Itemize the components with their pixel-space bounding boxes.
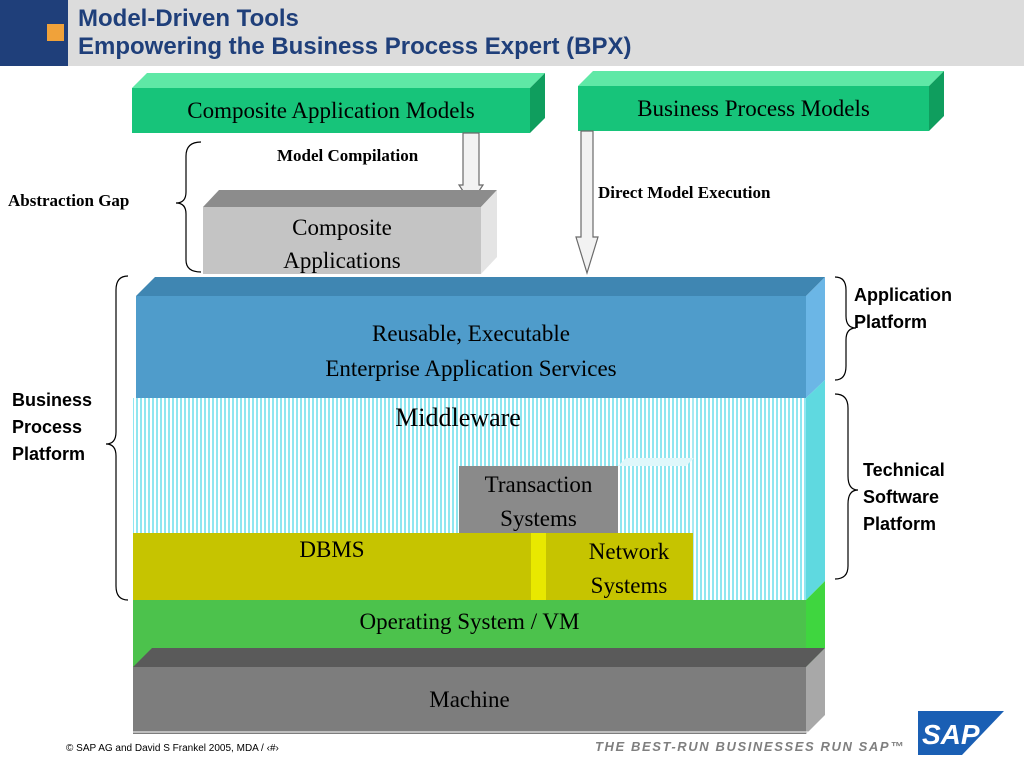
network-line1: Network bbox=[588, 539, 670, 564]
abstraction-gap-brace bbox=[175, 141, 202, 273]
services-layer bbox=[136, 296, 806, 398]
dbms-layer bbox=[133, 533, 531, 600]
abstraction-gap-label: Abstraction Gap bbox=[8, 191, 130, 210]
technical-platform-brace bbox=[834, 393, 859, 580]
middleware-label: Middleware bbox=[395, 403, 521, 432]
direct-execution-arrow bbox=[575, 130, 599, 276]
tsp-line3: Platform bbox=[863, 514, 937, 534]
bpp-line1: Business bbox=[12, 390, 93, 410]
services-line1: Reusable, Executable bbox=[372, 321, 570, 346]
technical-software-platform-label: Technical Software Platform bbox=[863, 457, 945, 538]
tsp-line2: Software bbox=[863, 487, 940, 507]
ap-line2: Platform bbox=[854, 312, 928, 332]
svg-text:SAP: SAP bbox=[922, 719, 980, 750]
transaction-line2: Systems bbox=[500, 506, 577, 531]
business-process-platform-label: Business Process Platform bbox=[12, 387, 92, 468]
composite-models-box bbox=[132, 73, 545, 133]
services-label: Reusable, Executable Enterprise Applicat… bbox=[136, 316, 806, 386]
composite-applications-box bbox=[203, 190, 497, 274]
os-label: Operating System / VM bbox=[359, 609, 580, 634]
sap-logo-icon: SAP bbox=[918, 711, 1004, 755]
transaction-line1: Transaction bbox=[484, 472, 593, 497]
services-line2: Enterprise Application Services bbox=[325, 356, 617, 381]
business-process-platform-brace bbox=[105, 275, 129, 601]
transaction-systems-box bbox=[459, 458, 694, 533]
footer-copyright: © SAP AG and David S Frankel 2005, MDA /… bbox=[66, 743, 279, 754]
os-layer bbox=[133, 600, 806, 648]
machine-layer bbox=[133, 667, 806, 734]
header-orange-square bbox=[47, 24, 64, 41]
business-process-models-label: Business Process Models bbox=[637, 96, 870, 121]
application-platform-brace bbox=[834, 276, 857, 381]
ap-line1: Application bbox=[854, 285, 952, 305]
model-compilation-label: Model Compilation bbox=[277, 146, 419, 165]
application-platform-label: Application Platform bbox=[854, 282, 952, 336]
network-systems-label: Network Systems bbox=[556, 535, 702, 603]
transaction-systems-label: Transaction Systems bbox=[459, 468, 618, 536]
bpp-line3: Platform bbox=[12, 444, 86, 464]
direct-model-execution-label: Direct Model Execution bbox=[598, 183, 771, 202]
header-bar bbox=[0, 0, 1024, 66]
network-systems-layer bbox=[546, 533, 693, 600]
business-process-models-box bbox=[578, 71, 944, 131]
bpp-line2: Process bbox=[12, 417, 83, 437]
tsp-line1: Technical bbox=[863, 460, 945, 480]
composite-applications-line1: Composite bbox=[292, 215, 392, 240]
machine-label: Machine bbox=[429, 687, 510, 712]
composite-applications-line2: Applications bbox=[283, 248, 401, 273]
footer-tagline: THE BEST-RUN BUSINESSES RUN SAP™ bbox=[595, 739, 905, 754]
composite-applications-label: Composite Applications bbox=[203, 211, 481, 277]
title-line-2: Empowering the Business Process Expert (… bbox=[78, 33, 632, 60]
title-line-1: Model-Driven Tools bbox=[78, 5, 299, 32]
composite-models-label: Composite Application Models bbox=[187, 98, 475, 123]
network-line2: Systems bbox=[590, 573, 668, 598]
dbms-label: DBMS bbox=[299, 537, 365, 562]
